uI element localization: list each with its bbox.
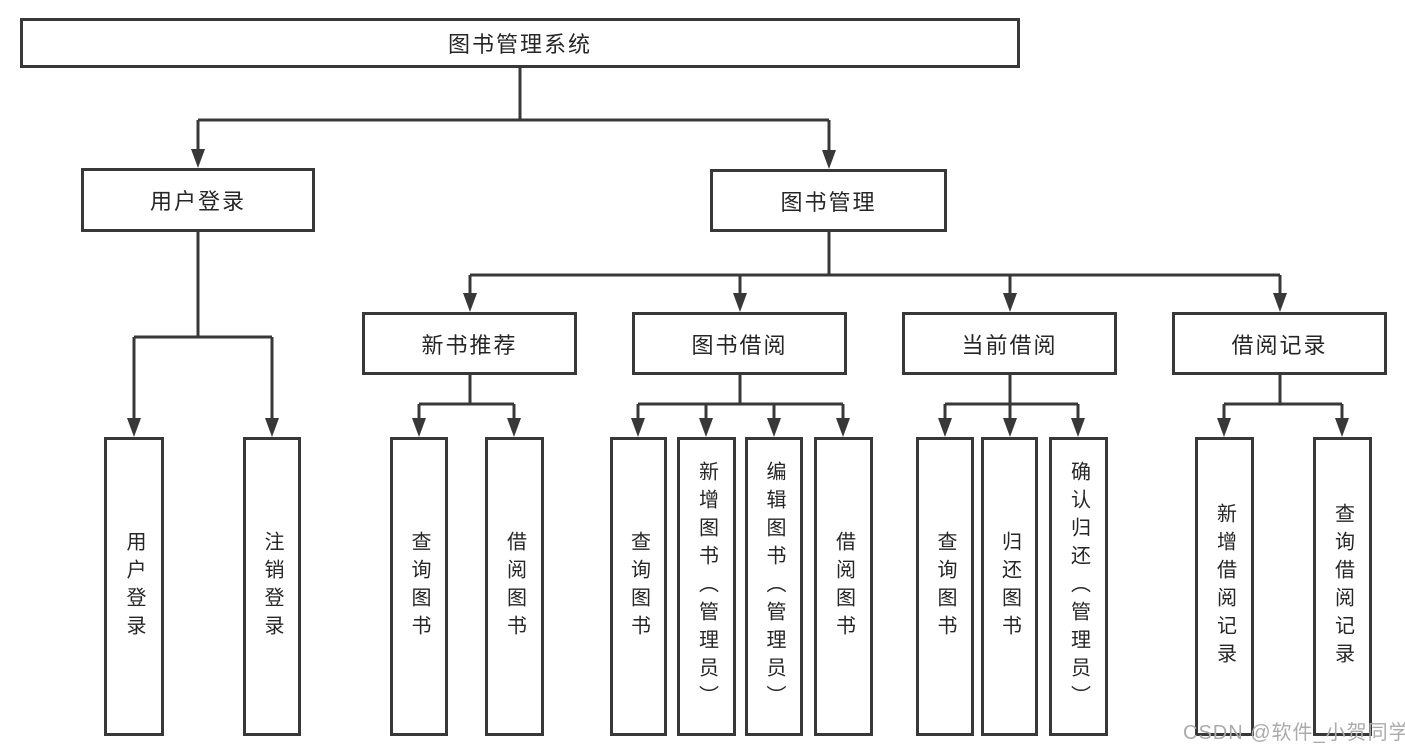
arrowhead: [1003, 293, 1017, 312]
arrowhead: [127, 418, 141, 437]
leaf-user-login: 用户登录: [104, 437, 164, 736]
arrowhead: [1003, 418, 1017, 437]
node-user-login: 用户登录: [81, 168, 315, 232]
arrowhead: [836, 418, 850, 437]
node-book-borrowing-label: 图书借阅: [691, 332, 788, 358]
connector-book-management-bus: [468, 232, 1282, 294]
connector-root-bus: [196, 68, 831, 151]
leaf-edit-books-admin-label: 编辑图书（管理员）: [763, 460, 785, 713]
arrowhead: [1273, 293, 1287, 312]
leaf-add-borrow-record: 新增借阅记录: [1195, 437, 1254, 736]
connector-borrowing-records-bus: [1222, 375, 1344, 419]
arrowhead: [822, 150, 836, 169]
leaf-query-books-recommend-label: 查询图书: [408, 530, 430, 643]
node-book-management-label: 图书管理: [780, 189, 877, 215]
leaf-return-books: 归还图书: [981, 437, 1038, 736]
node-current-borrowing: 当前借阅: [902, 312, 1117, 375]
arrowhead: [938, 418, 952, 437]
arrowhead: [463, 293, 477, 312]
connector-new-book-recommend-bus: [417, 375, 516, 419]
arrowhead: [733, 293, 747, 312]
arrowhead: [1335, 418, 1349, 437]
leaf-logout: 注销登录: [243, 437, 301, 736]
connector-user-login-bus: [132, 232, 274, 419]
leaf-add-books-admin-label: 新增图书（管理员）: [695, 460, 718, 713]
leaf-query-borrow-record: 查询借阅记录: [1313, 437, 1372, 736]
arrowheads: [127, 149, 1349, 437]
connector-current-borrowing-bus: [943, 375, 1080, 419]
node-new-book-recommend: 新书推荐: [362, 312, 577, 375]
node-new-book-recommend-label: 新书推荐: [421, 332, 518, 358]
leaf-add-books-admin: 新增图书（管理员）: [677, 437, 736, 736]
leaf-borrow-books-borrowing-label: 借阅图书: [832, 530, 855, 643]
leaf-confirm-return-admin-label: 确认归还（管理员）: [1067, 460, 1090, 713]
leaf-confirm-return-admin: 确认归还（管理员）: [1049, 437, 1108, 736]
leaf-query-books-borrowing-label: 查询图书: [627, 530, 650, 643]
leaf-borrow-books-recommend: 借阅图书: [485, 437, 544, 736]
arrowhead: [1217, 418, 1231, 437]
leaf-add-borrow-record-label: 新增借阅记录: [1213, 502, 1236, 671]
arrowhead: [767, 418, 781, 437]
node-borrowing-records-label: 借阅记录: [1231, 332, 1328, 358]
arrowhead: [1071, 418, 1085, 437]
node-root: 图书管理系统: [20, 18, 1020, 68]
node-root-label: 图书管理系统: [447, 32, 592, 57]
arrowhead: [191, 149, 205, 168]
leaf-return-books-label: 归还图书: [998, 530, 1021, 643]
node-current-borrowing-label: 当前借阅: [961, 332, 1058, 358]
arrowhead: [507, 418, 521, 437]
leaf-query-books-recommend: 查询图书: [390, 437, 448, 736]
node-user-login-label: 用户登录: [149, 189, 246, 214]
arrowhead: [699, 418, 713, 437]
arrowhead: [412, 418, 426, 437]
leaf-query-books-current-label: 查询图书: [934, 530, 956, 643]
leaf-query-books-current: 查询图书: [916, 437, 974, 736]
watermark: CSDN @软件_小贺同学: [1183, 722, 1405, 744]
connector-book-borrowing-bus: [636, 375, 845, 419]
leaf-query-books-borrowing: 查询图书: [610, 437, 667, 736]
leaf-borrow-books-borrowing: 借阅图书: [814, 437, 873, 736]
node-borrowing-records: 借阅记录: [1172, 312, 1387, 375]
arrowhead: [631, 418, 645, 437]
leaf-query-borrow-record-label: 查询借阅记录: [1331, 502, 1354, 671]
leaf-edit-books-admin: 编辑图书（管理员）: [745, 437, 803, 736]
leaf-logout-label: 注销登录: [261, 530, 283, 643]
leaf-user-login-label: 用户登录: [123, 530, 145, 643]
leaf-borrow-books-recommend-label: 借阅图书: [503, 530, 526, 643]
arrowhead: [265, 418, 279, 437]
node-book-management: 图书管理: [710, 169, 947, 232]
node-book-borrowing: 图书借阅: [632, 312, 847, 375]
